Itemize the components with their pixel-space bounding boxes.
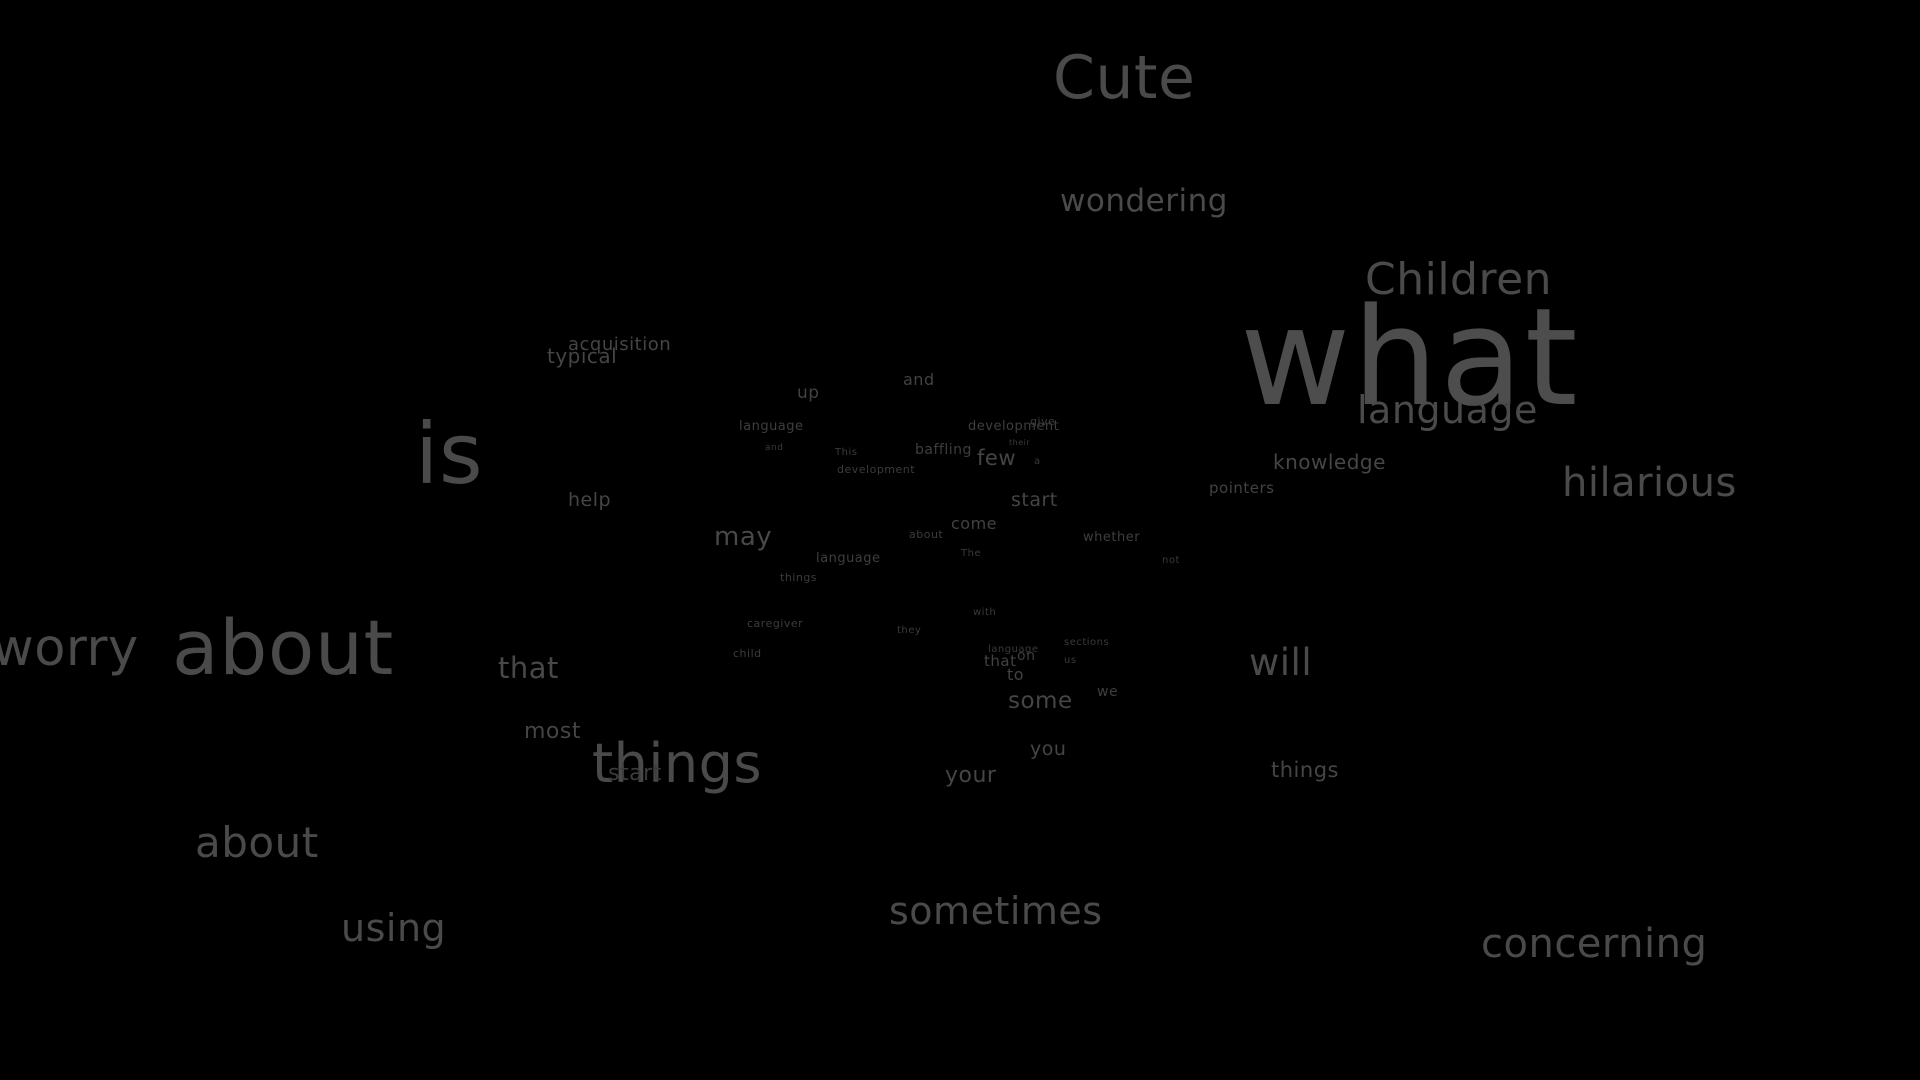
word-knowledge: knowledge <box>1273 450 1386 474</box>
word-to: to <box>1007 665 1025 684</box>
word-language-small-3: language <box>988 644 1039 655</box>
word-that-small: that <box>984 652 1017 670</box>
word-about-small: about <box>909 528 944 541</box>
word-about-lower: about <box>195 818 319 867</box>
word-a: a <box>1034 456 1041 467</box>
word-this: This <box>835 447 858 458</box>
word-what: what <box>1240 279 1580 436</box>
word-sometimes: sometimes <box>889 889 1103 933</box>
word-concerning: concerning <box>1481 921 1708 967</box>
word-may: may <box>714 522 773 552</box>
word-things-small: things <box>780 571 818 584</box>
word-with: with <box>973 607 997 618</box>
word-things-large: things <box>592 732 763 795</box>
word-hilarious: hilarious <box>1562 460 1737 506</box>
word-they: they <box>897 625 922 636</box>
word-some: some <box>1008 688 1073 714</box>
word-baffling: baffling <box>915 442 972 458</box>
word-development-2: development <box>837 463 916 476</box>
word-come: come <box>951 514 998 533</box>
word-children: Children <box>1365 254 1553 305</box>
word-development-1: development <box>968 419 1060 434</box>
word-your: your <box>945 763 997 788</box>
word-not: not <box>1162 555 1180 566</box>
word-will: will <box>1249 641 1313 684</box>
word-language-small-2: language <box>816 551 881 566</box>
word-pointers: pointers <box>1209 479 1275 497</box>
word-their: their <box>1009 438 1031 447</box>
word-we: we <box>1097 684 1119 700</box>
word-typical: typical <box>547 344 618 368</box>
word-the: The <box>961 548 982 559</box>
word-about-large: about <box>172 603 394 692</box>
word-is: is <box>415 405 484 503</box>
word-using: using <box>341 906 447 950</box>
word-and-top: and <box>903 370 935 389</box>
word-sections: sections <box>1064 637 1110 648</box>
word-you: you <box>1030 738 1067 760</box>
word-and-small: and <box>765 443 784 453</box>
word-cute: Cute <box>1053 43 1196 113</box>
word-worry: worry <box>0 619 139 678</box>
word-whether: whether <box>1083 530 1141 545</box>
word-language-large: language <box>1357 388 1538 432</box>
word-on: on <box>1017 648 1036 664</box>
word-start-center: start <box>1011 489 1058 511</box>
word-us: us <box>1064 655 1077 666</box>
word-caregiver: caregiver <box>747 617 804 630</box>
word-up: up <box>797 383 820 403</box>
word-help: help <box>568 489 612 511</box>
word-that-left: that <box>498 651 559 685</box>
word-most: most <box>524 719 581 744</box>
word-few: few <box>977 446 1016 470</box>
word-wondering: wondering <box>1060 183 1228 219</box>
word-acquisition: acquisition <box>568 334 672 355</box>
word-things-right: things <box>1271 758 1339 782</box>
word-start-behind: start <box>608 761 662 786</box>
word-language-small-1: language <box>739 419 804 434</box>
word-give: give <box>1030 415 1056 428</box>
word-child: child <box>733 647 762 660</box>
